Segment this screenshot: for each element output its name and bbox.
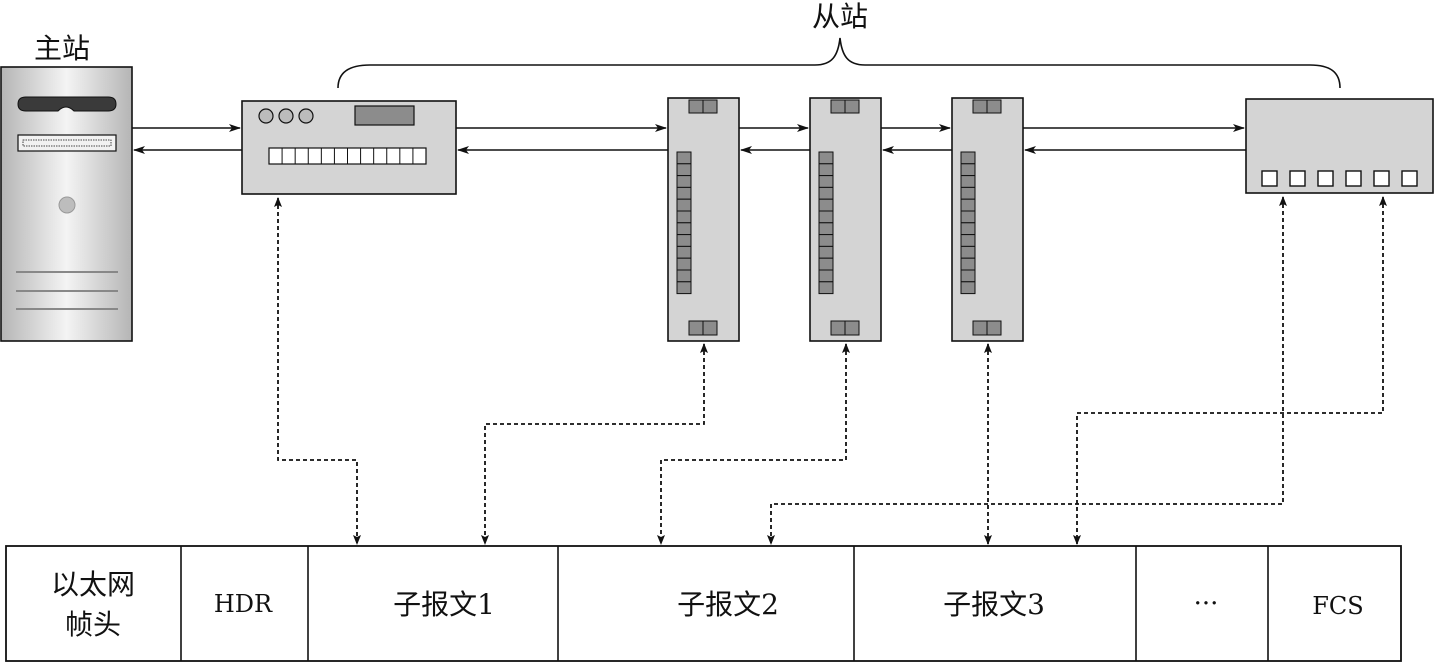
io-led	[818, 245, 834, 259]
io-led	[818, 222, 834, 236]
port-bottom-a	[688, 320, 704, 336]
ring-links	[132, 124, 1246, 154]
box-port	[1373, 170, 1390, 187]
io-led	[676, 281, 692, 295]
io-led	[818, 269, 834, 283]
map-slave5-sub3	[1073, 196, 1387, 545]
io-led	[676, 234, 692, 247]
io-led	[960, 163, 976, 177]
map-slave5-sub2	[767, 196, 1287, 545]
io-led	[960, 175, 976, 188]
io-led	[676, 222, 692, 236]
io-led	[818, 198, 834, 212]
port-top-a	[972, 99, 988, 114]
frame-field-fcs: FCS	[1312, 592, 1363, 620]
frame-mapping-paths	[274, 196, 1387, 545]
io-led	[676, 175, 692, 188]
io-led	[676, 151, 692, 165]
slave2-din-rail-module-icon	[667, 97, 740, 342]
slave3-din-rail-module-icon	[809, 97, 882, 342]
io-led	[818, 186, 834, 200]
io-led	[818, 281, 834, 295]
io-led	[818, 151, 834, 165]
io-led	[818, 210, 834, 224]
io-led	[676, 257, 692, 271]
map-slave1-hdr	[274, 197, 361, 545]
port-bottom-a	[830, 320, 846, 336]
map-slave2-sub1	[481, 343, 708, 545]
frame-field-eth-header-line1: 以太网	[51, 568, 135, 601]
io-led	[960, 257, 976, 271]
frame-field-sub2: 子报文2	[677, 588, 779, 621]
io-led	[676, 269, 692, 283]
master-server-tower-icon	[0, 66, 133, 342]
port-bottom-b	[844, 320, 860, 336]
io-led	[818, 257, 834, 271]
io-led	[960, 281, 976, 295]
frame-field-ellipsis: ···	[1194, 589, 1219, 619]
port-top-a	[830, 99, 846, 114]
port-top-b	[702, 99, 718, 114]
io-led	[960, 234, 976, 247]
io-led	[960, 186, 976, 200]
io-led	[960, 269, 976, 283]
port-bottom-b	[986, 320, 1002, 336]
ethernet-frame: 以太网 帧头 HDR 子报文1 子报文2 子报文3 ··· FCS	[5, 545, 1402, 662]
io-led	[960, 198, 976, 212]
frame-field-hdr: HDR	[214, 590, 273, 618]
io-led	[676, 163, 692, 177]
io-led	[676, 186, 692, 200]
io-led	[818, 163, 834, 177]
master-label: 主站	[34, 32, 90, 65]
io-led	[676, 245, 692, 259]
map-slave3-sub2	[657, 343, 850, 545]
io-led	[960, 151, 976, 165]
port-bottom-b	[702, 320, 718, 336]
port-bottom-a	[972, 320, 988, 336]
slaves-brace	[337, 37, 1341, 89]
port-top-b	[844, 99, 860, 114]
box-port	[1317, 170, 1334, 187]
slave1-io-module-icon	[241, 100, 457, 195]
frame-field-sub3: 子报文3	[943, 588, 1045, 621]
box-port	[1261, 170, 1278, 187]
port-top-b	[986, 99, 1002, 114]
slave5-io-box-icon	[1245, 98, 1434, 194]
slaves-label: 从站	[812, 0, 868, 33]
frame-field-sub1: 子报文1	[393, 588, 495, 621]
io-led	[676, 210, 692, 224]
slave4-din-rail-module-icon	[951, 97, 1024, 342]
box-port	[1401, 170, 1418, 187]
io-led	[818, 175, 834, 188]
box-port	[1289, 170, 1306, 187]
io-led	[960, 245, 976, 259]
frame-field-eth-header-line2: 帧头	[65, 608, 121, 641]
box-port	[1345, 170, 1362, 187]
io-led	[818, 234, 834, 247]
io-led	[676, 198, 692, 212]
port-top-a	[688, 99, 704, 114]
io-led	[960, 210, 976, 224]
io-led	[960, 222, 976, 236]
